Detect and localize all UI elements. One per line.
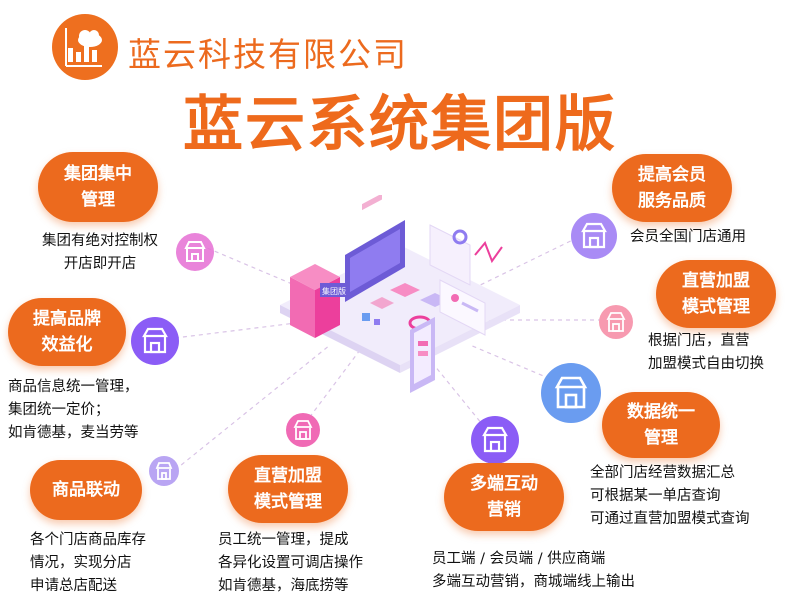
- shop-icon: [148, 455, 180, 487]
- desc-line: 加盟模式自由切换: [648, 356, 764, 372]
- desc-line: 集团统一定价；: [8, 402, 110, 418]
- feature-desc-product-linkage: 各个门店商品库存 情况，实现分店 申请总店配送: [30, 529, 210, 598]
- feature-desc-direct-franchise-right: 根据门店，直营 加盟模式自由切换: [648, 330, 798, 376]
- feature-desc-brand-benefit: 商品信息统一管理， 集团统一定价； 如肯德基，麦当劳等: [8, 376, 198, 445]
- feature-desc-multi-terminal: 员工端 / 会员端 / 供应商端 多端互动营销，商城端线上输出: [432, 548, 692, 594]
- desc-line: 如肯德基，麦当劳等: [8, 425, 139, 441]
- shop-icon: [285, 412, 321, 448]
- feature-title-line: 管理: [644, 428, 678, 448]
- feature-desc-data-unification: 全部门店经营数据汇总 可根据某一单店查询 可通过直营加盟模式查询: [590, 462, 795, 531]
- shop-icon: [540, 362, 602, 424]
- desc-line: 会员全国门店通用: [630, 229, 746, 245]
- feature-title-line: 管理: [81, 190, 115, 210]
- feature-title-line: 直营加盟: [254, 466, 322, 486]
- shop-icon: [598, 304, 634, 340]
- feature-title-member-service[interactable]: 提高会员服务品质: [612, 154, 732, 222]
- desc-line: 集团有绝对控制权: [42, 233, 158, 249]
- desc-line: 开店即开店: [63, 256, 137, 272]
- feature-title-line: 服务品质: [638, 191, 706, 211]
- feature-title-data-unification[interactable]: 数据统一管理: [602, 392, 720, 458]
- desc-line: 申请总店配送: [30, 578, 117, 594]
- feature-title-line: 数据统一: [627, 402, 695, 422]
- feature-title-direct-franchise-bottom[interactable]: 直营加盟模式管理: [228, 455, 348, 523]
- desc-line: 可根据某一单店查询: [590, 488, 721, 504]
- center-illustration: 集团版: [280, 195, 520, 393]
- center-badge: 集团版: [322, 286, 346, 296]
- desc-line: 根据门店，直营: [648, 333, 750, 349]
- desc-line: 各异化设置可调店操作: [218, 555, 363, 571]
- company-logo: [52, 14, 118, 80]
- page-title: 蓝云系统集团版: [183, 90, 617, 160]
- feature-title-line: 模式管理: [682, 297, 750, 317]
- shop-icon: [470, 415, 520, 465]
- desc-line: 如肯德基，海底捞等: [218, 578, 349, 594]
- feature-desc-group-management: 集团有绝对控制权 开店即开店: [15, 230, 185, 276]
- desc-line: 全部门店经营数据汇总: [590, 465, 735, 481]
- shop-icon: [570, 212, 618, 260]
- feature-title-line: 营销: [487, 500, 521, 520]
- feature-title-multi-terminal[interactable]: 多端互动营销: [444, 463, 564, 531]
- feature-title-line: 提高品牌: [33, 309, 101, 329]
- feature-title-line: 商品联动: [52, 480, 120, 500]
- feature-title-brand-benefit[interactable]: 提高品牌效益化: [8, 298, 126, 366]
- feature-title-line: 效益化: [41, 335, 93, 355]
- desc-line: 可通过直营加盟模式查询: [590, 511, 750, 527]
- cloud-chart-icon: [65, 28, 102, 67]
- feature-title-product-linkage[interactable]: 商品联动: [30, 460, 142, 520]
- feature-title-line: 提高会员: [638, 165, 706, 185]
- desc-line: 员工端 / 会员端 / 供应商端: [432, 551, 606, 567]
- feature-title-group-management[interactable]: 集团集中管理: [38, 152, 158, 222]
- feature-title-line: 模式管理: [254, 492, 322, 512]
- desc-line: 员工统一管理，提成: [218, 532, 349, 548]
- desc-line: 各个门店商品库存: [30, 532, 146, 548]
- feature-title-line: 集团集中: [64, 164, 132, 184]
- feature-title-direct-franchise-right[interactable]: 直营加盟模式管理: [656, 260, 776, 328]
- feature-title-line: 直营加盟: [682, 271, 750, 291]
- shop-icon: [175, 232, 215, 272]
- desc-line: 多端互动营销，商城端线上输出: [432, 574, 635, 590]
- feature-desc-member-service: 会员全国门店通用: [630, 226, 790, 249]
- feature-desc-direct-franchise-bottom: 员工统一管理，提成 各异化设置可调店操作 如肯德基，海底捞等: [218, 529, 418, 598]
- company-name: 蓝云科技有限公司: [128, 35, 408, 74]
- desc-line: 情况，实现分店: [30, 555, 132, 571]
- shop-icon: [130, 316, 180, 366]
- desc-line: 商品信息统一管理，: [8, 379, 139, 395]
- feature-title-line: 多端互动: [470, 474, 538, 494]
